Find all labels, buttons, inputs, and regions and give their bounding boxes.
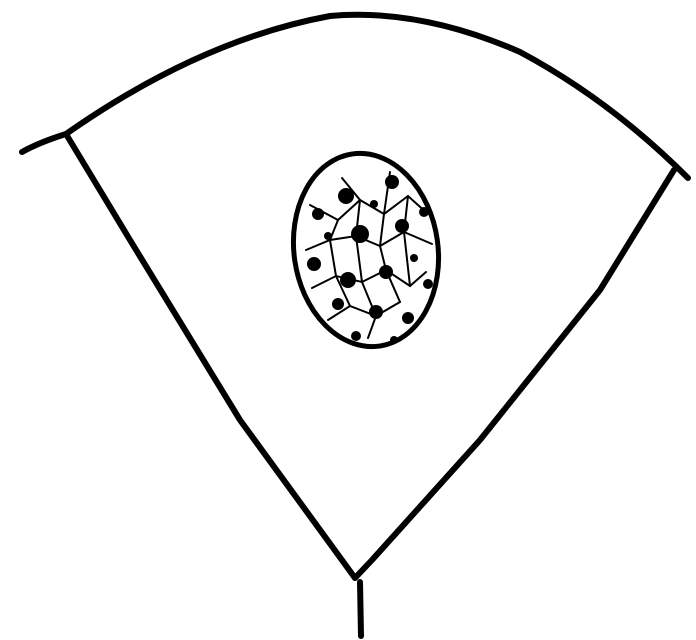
cell-wall-stem xyxy=(360,582,361,636)
nucleus xyxy=(281,144,451,356)
